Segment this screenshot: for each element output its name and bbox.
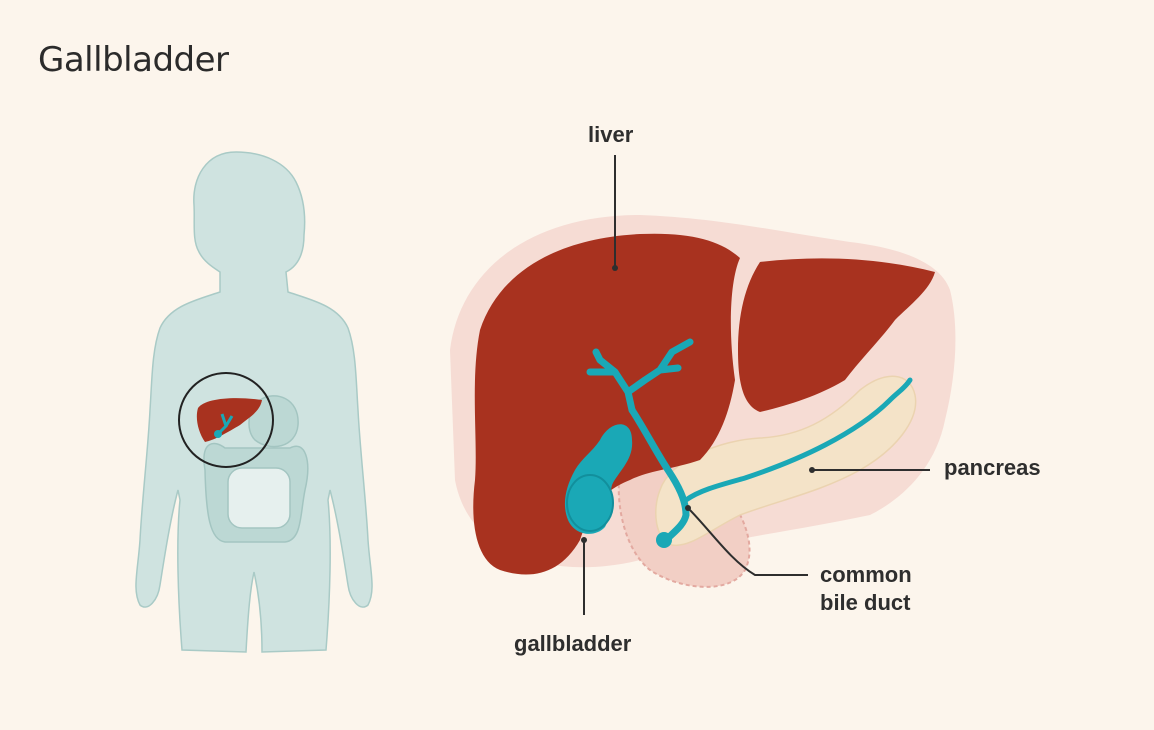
label-pancreas: pancreas xyxy=(944,455,1041,480)
gallbladder-fundus xyxy=(566,474,614,532)
label-gallbladder: gallbladder xyxy=(514,631,632,656)
liver-right-lobe xyxy=(738,258,935,412)
label-common-bile-duct: common bile duct xyxy=(820,561,912,617)
label-common-bile-duct-line2: bile duct xyxy=(820,590,911,615)
anatomy-detail xyxy=(450,155,956,615)
label-common-bile-duct-line1: common xyxy=(820,562,912,587)
leader-lines xyxy=(583,155,930,615)
body-figure xyxy=(135,151,373,653)
bile-ducts xyxy=(586,338,913,544)
intestines xyxy=(203,442,309,543)
label-liver: liver xyxy=(588,122,634,147)
bile-duct-end xyxy=(656,532,672,548)
leader-dots xyxy=(581,265,815,543)
zoom-circle xyxy=(178,372,274,468)
liver-left-lobe xyxy=(473,233,740,575)
mini-gallbladder xyxy=(214,430,222,438)
page-title: Gallbladder xyxy=(38,40,229,80)
